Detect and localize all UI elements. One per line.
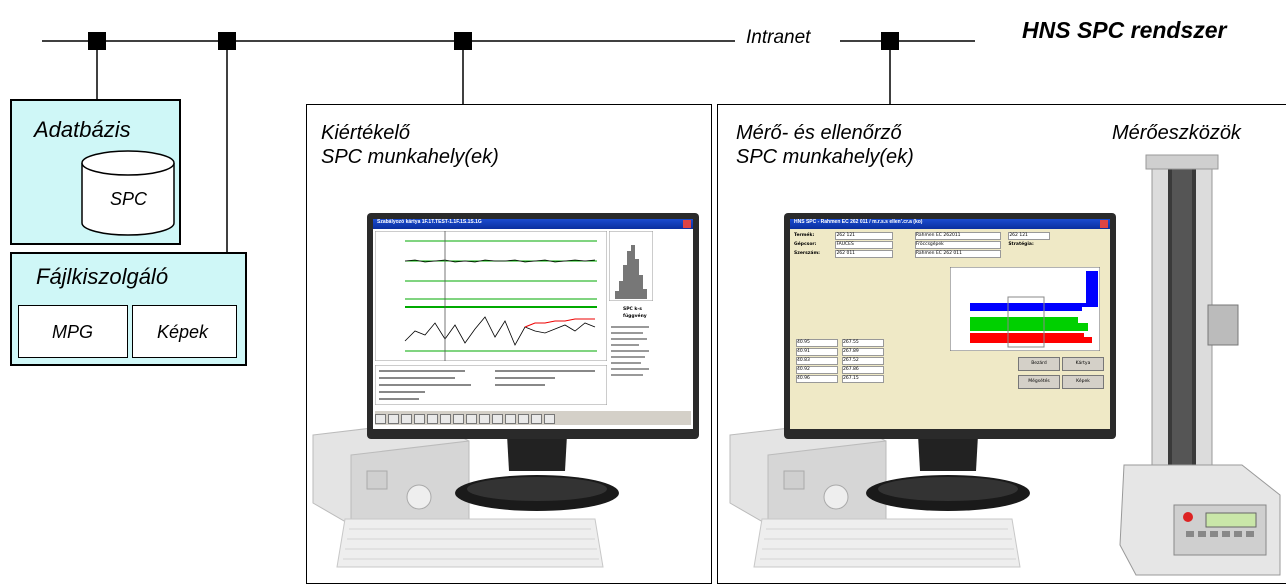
database-box: Adatbázis SPC [10,99,181,245]
field-value: Fröccsgépek [914,241,1001,249]
screen1-side-title: SPC k-s [623,307,642,312]
measured-values: 40.95 267.55 40.91 267.89 40.83 267.52 40.9… [796,339,884,383]
prev-page-button[interactable] [388,414,399,424]
field-label: Termék: [794,233,815,238]
screen1-side-subtitle: függvény [623,314,647,319]
measured-value-2: 267.55 [842,339,884,347]
field-value: FAUCES [835,241,894,249]
screen1-toolbar [375,411,691,425]
database-label: Adatbázis [34,117,131,142]
screen2-window-title: HNS SPC - Rahmen EC 262 011 / m.r.s.s el… [794,219,923,225]
measured-row: 40.83 267.52 [796,357,884,365]
monitor-stand [455,435,619,511]
histogram [609,231,653,301]
window-close-icon[interactable] [683,220,691,228]
screen1-stats [375,365,607,405]
measured-row: 40.95 267.55 [796,339,884,347]
screen2-titlebar: HNS SPC - Rahmen EC 262 011 / m.r.s.s el… [790,219,1110,229]
next-page-button[interactable] [427,414,438,424]
print-button[interactable] [531,414,542,424]
field-value: Rahmen EC 262 011 [914,250,1001,258]
fileserver-box: Fájlkiszolgáló MPG Képek [10,252,247,366]
zoom-out-button[interactable] [492,414,503,424]
screen1-titlebar: Szabályozó kártya 1F.1T.TEST-1.1F.1S.1S.… [373,219,693,229]
card-button[interactable]: Kártya [1062,357,1104,371]
pc-tower-icon [312,420,470,525]
network-node-measurement [881,32,899,50]
monitor-stand-2 [866,435,1030,511]
measured-value-2: 267.86 [842,366,884,374]
fileserver-label: Fájlkiszolgáló [36,264,169,289]
measured-row: 40.96 267.15 [796,375,884,383]
edit-button[interactable] [505,414,516,424]
database-cylinder-label: SPC [110,189,148,209]
screen-2: HNS SPC - Rahmen EC 262 011 / m.r.s.s el… [790,219,1110,429]
close-button[interactable]: Bezárd [1018,357,1060,371]
zoom-in-button[interactable] [479,414,490,424]
measured-value-2: 267.52 [842,357,884,365]
measured-value: 40.92 [796,366,838,374]
measured-row: 40.92 267.86 [796,366,884,374]
zoom-button[interactable] [453,414,464,424]
screen1-window-title: Szabályozó kártya 1F.1T.TEST-1.1F.1S.1S.… [377,219,482,225]
measured-value: 40.83 [796,357,838,365]
field-value: 262 011 [835,250,894,258]
network-node-database [88,32,106,50]
monitor-frame-1: Szabályozó kártya 1F.1T.TEST-1.1F.1S.1S.… [367,213,699,439]
fileserver-mpg-box: MPG [18,305,128,358]
field-label: Szerszám: [794,251,820,256]
measurement-workstation-panel: Mérő- és ellenőrző SPC munkahely(ek) Mér… [717,104,1286,584]
measured-value: 40.91 [796,348,838,356]
pc-tower-icon-2 [729,420,887,525]
instruments-label: Mérőeszközök [1112,122,1241,144]
evaluation-label-line1: Kiértékelő [321,122,410,144]
measured-value: 40.96 [796,375,838,383]
field-label: Gépcsor: [794,242,817,247]
measurement-label-line2: SPC munkahely(ek) [736,146,914,168]
diagram-title: HNS SPC rendszer [1022,17,1227,43]
field-label: Stratégia: [1008,242,1034,247]
window-close-icon-2[interactable] [1100,220,1108,228]
keyboard-icon-2 [753,518,1021,568]
field-row: Szerszám: 262 011 Rahmen EC 262 011 [794,250,1106,259]
field-value: Rahmen EC 262011 [914,232,1001,240]
measured-value-2: 267.15 [842,375,884,383]
network-node-evaluation [454,32,472,50]
screen-1: Szabályozó kártya 1F.1T.TEST-1.1F.1S.1S.… [373,219,693,429]
field-value: 262 121 [835,232,894,240]
screen2-fields: Termék: 262 121 Rahmen EC 262011 262 121… [794,232,1106,259]
evaluation-workstation-panel: Kiértékelő SPC munkahely(ek) Szabályozó … [306,104,712,584]
intranet-label: Intranet [746,27,811,48]
measured-value: 40.95 [796,339,838,347]
measured-row: 40.91 267.89 [796,348,884,356]
mpg-label: MPG [52,322,94,342]
measuring-instrument-icon [1119,154,1281,576]
first-record-button[interactable] [375,414,386,424]
fileserver-images-box: Képek [132,305,237,358]
measured-value-2: 267.89 [842,348,884,356]
prev-record-button[interactable] [401,414,412,424]
walk-button[interactable]: Mégsétés [1018,375,1060,389]
last-record-button[interactable] [440,414,451,424]
field-value: 262 121 [1008,232,1051,240]
part-drawing [950,267,1100,351]
screen1-side-text [611,326,649,376]
measurement-label-line1: Mérő- és ellenőrző [736,122,902,144]
field-row: Gépcsor: FAUCES Fröccsgépek Stratégia: [794,241,1106,250]
field-row: Termék: 262 121 Rahmen EC 262011 262 121 [794,232,1106,241]
monitor-frame-2: HNS SPC - Rahmen EC 262 011 / m.r.s.s el… [784,213,1116,439]
network-node-fileserver [218,32,236,50]
keyboard-icon [336,518,604,568]
images-label: Képek [157,322,209,342]
exit-button[interactable] [544,414,555,424]
calc-button[interactable] [466,414,477,424]
images-button[interactable]: Képek [1062,375,1104,389]
next-record-button[interactable] [414,414,425,424]
database-cylinder-icon [81,150,175,236]
evaluation-label-line2: SPC munkahely(ek) [321,146,499,168]
info-button[interactable] [518,414,529,424]
control-chart [375,231,607,361]
